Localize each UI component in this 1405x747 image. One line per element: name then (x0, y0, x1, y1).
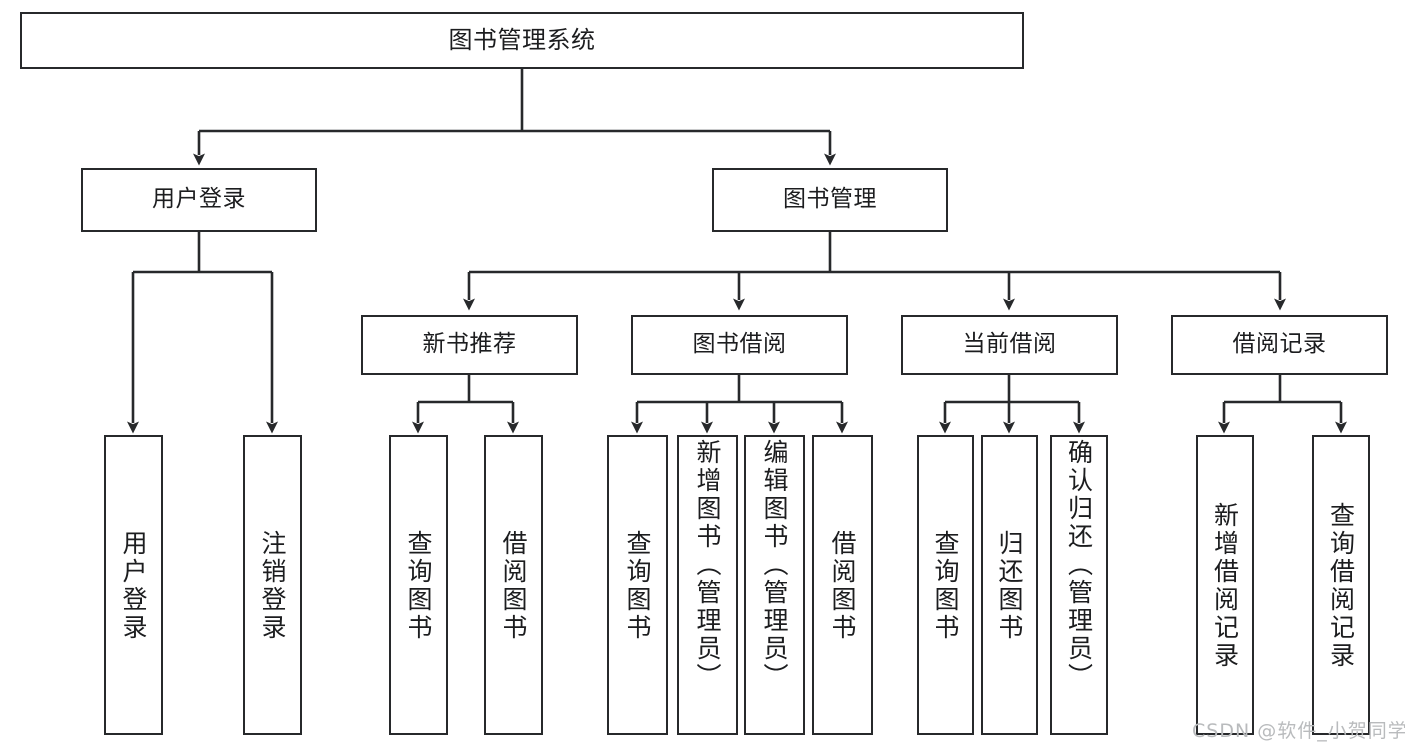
leaf-add-book[interactable]: 新增图书（管理员） (677, 435, 738, 735)
leaf-borrow-book-borrow[interactable]: 借阅图书 (812, 435, 873, 735)
leaf-confirm-return[interactable]: 确认归还（管理员） (1050, 435, 1108, 735)
leaf-borrow-book-new[interactable]: 借阅图书 (484, 435, 543, 735)
node-root-system[interactable]: 图书管理系统 (20, 12, 1024, 69)
leaf-query-book-borrow[interactable]: 查询图书 (607, 435, 668, 735)
node-label: 编辑图书（管理员） (760, 439, 789, 691)
node-label: 归还图书 (995, 530, 1024, 642)
node-label: 查询图书 (931, 530, 960, 642)
node-label: 借阅记录 (1232, 331, 1327, 358)
node-label: 借阅图书 (828, 530, 857, 642)
node-label: 当前借阅 (962, 331, 1057, 358)
leaf-edit-book[interactable]: 编辑图书（管理员） (744, 435, 805, 735)
leaf-query-book-new[interactable]: 查询图书 (389, 435, 448, 735)
node-label: 查询借阅记录 (1326, 502, 1356, 670)
leaf-user-login[interactable]: 用户登录 (104, 435, 163, 735)
leaf-add-borrow-record[interactable]: 新增借阅记录 (1196, 435, 1254, 735)
node-label: 图书借阅 (692, 331, 787, 358)
node-new-book-recommend[interactable]: 新书推荐 (361, 315, 578, 375)
leaf-query-borrow-record[interactable]: 查询借阅记录 (1312, 435, 1370, 735)
node-label: 查询图书 (404, 530, 433, 642)
node-book-manage[interactable]: 图书管理 (712, 168, 948, 232)
node-borrow-record[interactable]: 借阅记录 (1171, 315, 1388, 375)
leaf-logout-login[interactable]: 注销登录 (243, 435, 302, 735)
node-label: 新书推荐 (422, 331, 517, 358)
leaf-query-book-current[interactable]: 查询图书 (917, 435, 974, 735)
csdn-watermark: CSDN @软件_小贺同学 (1192, 720, 1405, 742)
node-current-borrow[interactable]: 当前借阅 (901, 315, 1118, 375)
node-label: 图书管理系统 (448, 26, 596, 55)
node-label: 确认归还（管理员） (1064, 439, 1094, 691)
node-label: 查询图书 (623, 530, 652, 642)
node-label: 新增借阅记录 (1210, 502, 1240, 670)
node-label: 借阅图书 (499, 530, 528, 642)
leaf-return-book[interactable]: 归还图书 (981, 435, 1038, 735)
node-label: 图书管理 (783, 186, 877, 213)
node-label: 用户登录 (152, 186, 246, 213)
node-label: 新增图书（管理员） (693, 439, 722, 691)
node-book-borrow[interactable]: 图书借阅 (631, 315, 848, 375)
node-label: 用户登录 (119, 530, 148, 642)
node-label: 注销登录 (258, 530, 287, 642)
node-user-login[interactable]: 用户登录 (81, 168, 317, 232)
